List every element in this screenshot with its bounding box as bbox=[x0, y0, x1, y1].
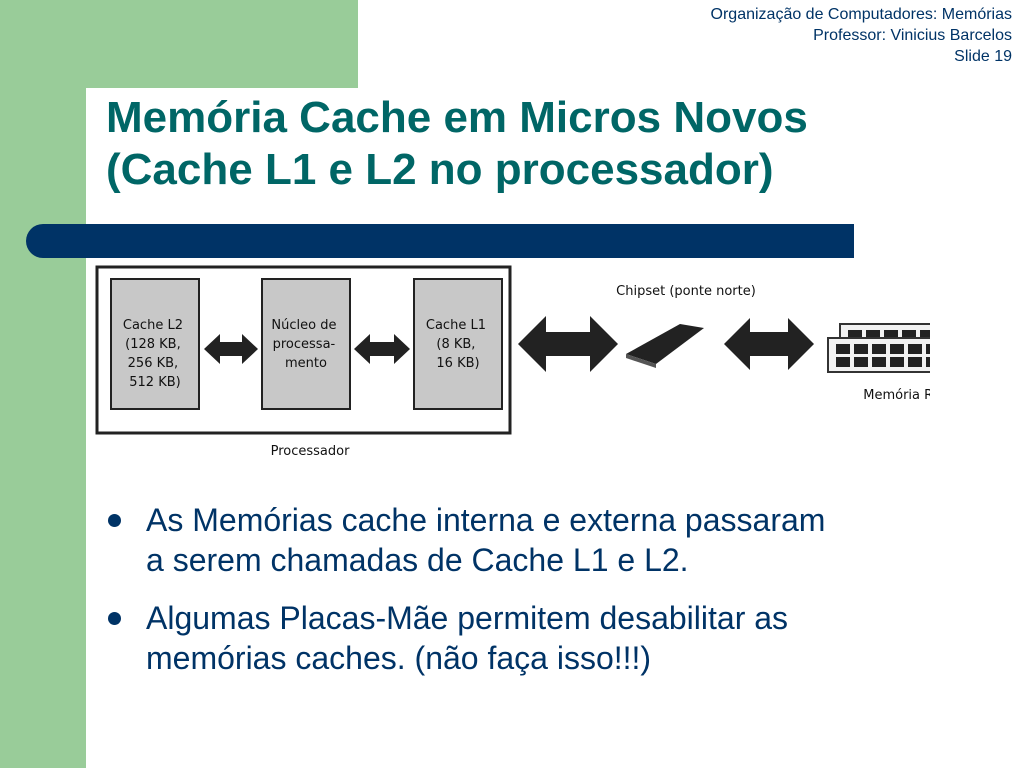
slide-title: Memória Cache em Micros Novos (Cache L1 … bbox=[106, 92, 1006, 196]
chipset-chip bbox=[626, 324, 704, 364]
slide-header-info: Organização de Computadores: Memórias Pr… bbox=[711, 4, 1012, 67]
title-underline-bar bbox=[26, 224, 854, 258]
course-title: Organização de Computadores: Memórias bbox=[710, 6, 1012, 23]
bullet-2-line-1: Algumas Placas-Mãe permitem desabilitar … bbox=[146, 600, 789, 636]
bullet-dot-icon bbox=[108, 612, 121, 625]
bullet-dot-icon bbox=[108, 514, 121, 527]
cache-l2-box bbox=[110, 278, 200, 410]
core-line-2: processa- bbox=[273, 337, 336, 352]
cache-l1-line-1: Cache L1 bbox=[426, 318, 486, 333]
professor-name: Professor: Vinicius Barcelos bbox=[813, 27, 1012, 44]
double-arrow-chipset-ram bbox=[724, 318, 814, 370]
cache-l1-line-2: (8 KB, bbox=[436, 337, 475, 352]
processor-label: Processador bbox=[271, 444, 350, 459]
bullet-item-1: As Memórias cache interna e externa pass… bbox=[104, 500, 1004, 580]
cache-l2-line-3: 256 KB, bbox=[128, 356, 179, 371]
double-arrow-processor-chipset bbox=[518, 316, 618, 372]
bullet-list: As Memórias cache interna e externa pass… bbox=[104, 500, 1004, 696]
core-line-1: Núcleo de bbox=[271, 318, 336, 333]
core-line-3: mento bbox=[285, 356, 327, 371]
cache-l2-line-1: Cache L2 bbox=[123, 318, 183, 333]
core-box bbox=[261, 278, 351, 410]
cache-l2-label: Cache L2 (128 KB, 256 KB, 512 KB) bbox=[123, 318, 187, 390]
title-line-2: (Cache L1 e L2 no processador) bbox=[106, 145, 774, 194]
slide-number: Slide 19 bbox=[954, 48, 1012, 65]
cache-l1-line-3: 16 KB) bbox=[436, 356, 479, 371]
double-arrow-core-l1 bbox=[354, 334, 410, 364]
ram-chips-front bbox=[836, 344, 930, 367]
cache-diagram: Cache L2 (128 KB, 256 KB, 512 KB) Núcleo… bbox=[94, 262, 930, 462]
bullet-item-2: Algumas Placas-Mãe permitem desabilitar … bbox=[104, 598, 1004, 678]
green-left-band bbox=[0, 0, 86, 768]
core-label: Núcleo de processa- mento bbox=[271, 318, 340, 371]
bullet-1-line-1: As Memórias cache interna e externa pass… bbox=[146, 502, 826, 538]
double-arrow-l2-core bbox=[204, 334, 258, 364]
ram-label: Memória RAM bbox=[863, 388, 930, 403]
cache-l2-line-2: (128 KB, bbox=[125, 337, 181, 352]
ram-modules bbox=[827, 323, 930, 373]
chipset-chip-edge bbox=[626, 354, 656, 368]
cache-l1-label: Cache L1 (8 KB, 16 KB) bbox=[426, 318, 490, 371]
bullet-2-line-2: memórias caches. (não faça isso!!!) bbox=[146, 640, 652, 676]
bullet-1-line-2: a serem chamadas de Cache L1 e L2. bbox=[146, 542, 689, 578]
ram-chips-back bbox=[848, 330, 930, 340]
cache-l2-line-4: 512 KB) bbox=[129, 375, 180, 390]
chipset-label: Chipset (ponte norte) bbox=[616, 284, 756, 299]
title-line-1: Memória Cache em Micros Novos bbox=[106, 93, 808, 142]
cache-l1-box bbox=[413, 278, 503, 410]
